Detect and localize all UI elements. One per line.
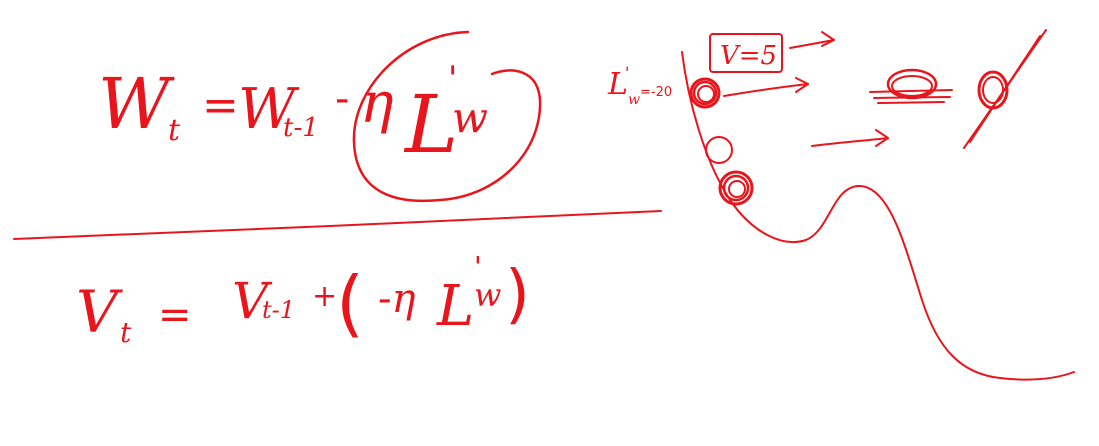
eq1-lhs-w: W: [98, 63, 175, 145]
velocity-box: [709, 33, 783, 73]
eq2-v-prev-subscript: t-1: [262, 296, 295, 324]
eq1-lhs-subscript: t: [168, 113, 181, 148]
eq1-equals: =: [202, 80, 239, 131]
arrow-middle: [723, 77, 809, 97]
eq2-loss-subscript: w: [474, 276, 501, 314]
eq1-w-prev-subscript: t-1: [283, 113, 319, 143]
eq2-equals: =: [158, 292, 192, 338]
crossed-out-ball: [963, 29, 1047, 149]
equation-weight-update: W t = W t-1 - η L ' w: [98, 30, 542, 203]
slope-label-value: =-20: [640, 85, 672, 100]
eq2-v-prev: V: [232, 272, 273, 330]
eq2-paren-close: ): [505, 258, 530, 332]
ball-middle: [705, 136, 733, 164]
velocity-box-label: V=5: [720, 41, 777, 71]
divider-line: [13, 210, 662, 240]
scribbled-ball: [869, 68, 953, 104]
eq2-lhs-subscript: t: [120, 316, 132, 349]
eq1-loss-subscript: w: [452, 93, 488, 142]
eq2-neg-eta: -η: [378, 276, 416, 322]
slope-label-prime: ': [625, 63, 629, 82]
eq2-loss-L: L: [436, 274, 474, 339]
eq1-eta: η: [360, 71, 394, 136]
slope-label-subscript: w: [628, 92, 640, 108]
slope-label: L ' w =-20: [607, 63, 672, 108]
arrow-top: [789, 31, 835, 49]
loss-curve: [681, 51, 1075, 381]
eq2-plus: +: [312, 279, 337, 314]
ball-top: [689, 77, 721, 109]
eq1-minus: -: [335, 76, 349, 122]
ball-bottom: [718, 170, 754, 206]
eq1-loss-L: L: [403, 78, 458, 171]
eq2-lhs-v: V: [76, 278, 123, 346]
eq1-w-prev: W: [238, 77, 300, 142]
equation-velocity-update: V t = V t-1 + ( -η L ' w ): [76, 250, 530, 349]
arrow-lower: [811, 129, 889, 147]
eq2-paren-open: (: [336, 261, 364, 345]
slope-label-L: L: [607, 67, 628, 102]
eq1-loss-prime: ': [448, 59, 457, 99]
eq1-gradient-circle: [352, 30, 542, 203]
eq2-loss-prime: ': [474, 250, 482, 283]
